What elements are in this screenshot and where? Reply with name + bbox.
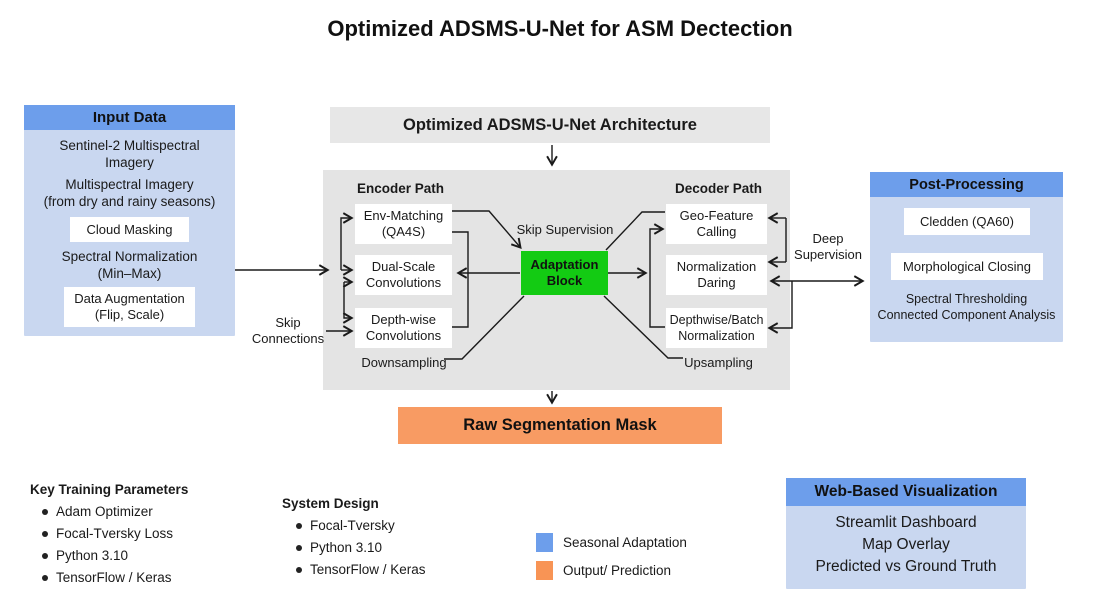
architecture-box: Encoder Path Env-Matching (QA4S) Dual-Sc… xyxy=(323,170,790,390)
input-item-sentinel: Sentinel-2 Multispectral Imagery xyxy=(59,138,200,170)
list-item-label: TensorFlow / Keras xyxy=(56,570,172,585)
bullet-icon xyxy=(296,544,302,551)
decoder-path-label: Decoder Path xyxy=(675,181,763,196)
web-visualization-header: Web-Based Visualization xyxy=(786,478,1026,506)
dual-scale-box: Dual-Scale Convolutions xyxy=(355,255,452,295)
downsampling-label: Downsampling xyxy=(361,355,447,370)
input-item-multispectral: Multispectral Imagery (from dry and rain… xyxy=(43,177,216,209)
legend-item-output: Output/ Prediction xyxy=(536,561,687,580)
list-item: Python 3.10 xyxy=(296,540,426,555)
skip-connections-label: Skip Connections xyxy=(251,315,325,346)
data-augmentation-box: Data Augmentation (Flip, Scale) xyxy=(64,287,195,327)
morphological-closing-box: Morphological Closing xyxy=(891,253,1043,280)
legend-item-seasonal: Seasonal Adaptation xyxy=(536,533,687,552)
list-item: TensorFlow / Keras xyxy=(296,562,426,577)
bullet-icon xyxy=(42,508,48,515)
skip-supervision-label: Skip Supervision xyxy=(516,222,614,237)
raw-segmentation-mask: Raw Segmentation Mask xyxy=(398,407,722,444)
output-prediction-swatch xyxy=(536,561,553,580)
cloud-masking-box: Cloud Masking xyxy=(70,217,189,242)
list-item-label: Focal-Tversky xyxy=(310,518,395,533)
list-item: Focal-Tversky Loss xyxy=(42,526,188,541)
geo-feature-box: Geo-Feature Calling xyxy=(666,204,767,244)
cledden-box: Cledden (QA60) xyxy=(904,208,1030,235)
post-processing-panel: Post-Processing Cledden (QA60) Morpholog… xyxy=(870,172,1063,342)
architecture-header: Optimized ADSMS-U-Net Architecture xyxy=(330,107,770,143)
list-item: TensorFlow / Keras xyxy=(42,570,188,585)
post-processing-notes: Spectral Thresholding Connected Componen… xyxy=(877,292,1056,322)
system-design-section: System Design Focal-Tversky Python 3.10 … xyxy=(282,496,426,577)
webviz-line: Predicted vs Ground Truth xyxy=(815,558,997,575)
seasonal-adaptation-swatch xyxy=(536,533,553,552)
bullet-icon xyxy=(42,574,48,581)
list-item-label: TensorFlow / Keras xyxy=(310,562,426,577)
legend: Seasonal Adaptation Output/ Prediction xyxy=(536,533,687,580)
training-parameters-header: Key Training Parameters xyxy=(30,482,189,497)
input-item-normalization: Spectral Normalization (Min–Max) xyxy=(61,249,198,281)
normalization-daring-box: Normalization Daring xyxy=(666,255,767,295)
bullet-icon xyxy=(296,522,302,529)
page-title: Optimized ADSMS-U-Net for ASM Dectection xyxy=(327,16,793,41)
post-processing-header: Post-Processing xyxy=(870,172,1063,197)
list-item: Focal-Tversky xyxy=(296,518,426,533)
list-item-label: Focal-Tversky Loss xyxy=(56,526,174,541)
list-item-label: Python 3.10 xyxy=(56,548,129,563)
adaptation-block: Adaptation Block xyxy=(521,251,608,295)
bullet-icon xyxy=(42,552,48,559)
training-parameters-section: Key Training Parameters Adam Optimizer F… xyxy=(30,482,188,585)
depthwise-batch-box: Depthwise/Batch Normalization xyxy=(666,308,767,348)
input-data-panel: Input Data Sentinel-2 Multispectral Imag… xyxy=(24,105,235,336)
list-item-label: Python 3.10 xyxy=(310,540,383,555)
upsampling-label: Upsampling xyxy=(684,355,753,370)
depth-wise-box: Depth-wise Convolutions xyxy=(355,308,452,348)
legend-label: Output/ Prediction xyxy=(563,563,672,578)
list-item: Python 3.10 xyxy=(42,548,188,563)
webviz-line: Map Overlay xyxy=(862,536,950,553)
input-data-header: Input Data xyxy=(24,105,235,130)
legend-label: Seasonal Adaptation xyxy=(563,535,687,550)
bullet-icon xyxy=(296,566,302,573)
webviz-line: Streamlit Dashboard xyxy=(835,514,977,531)
bullet-icon xyxy=(42,530,48,537)
list-item: Adam Optimizer xyxy=(42,504,188,519)
deep-supervision-label: Deep Supervision xyxy=(794,231,862,262)
list-item-label: Adam Optimizer xyxy=(56,504,153,519)
encoder-path-label: Encoder Path xyxy=(357,181,445,196)
env-matching-box: Env-Matching (QA4S) xyxy=(355,204,452,244)
system-design-header: System Design xyxy=(282,496,379,511)
web-visualization-panel: Web-Based Visualization Streamlit Dashbo… xyxy=(786,478,1026,589)
